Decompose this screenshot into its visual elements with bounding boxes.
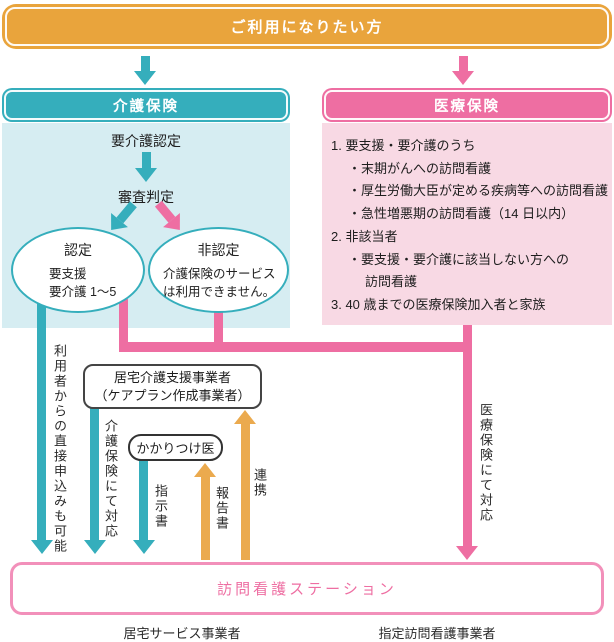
iryo-list-item: 3. 40 歳までの医療保険加入者と家族	[331, 296, 546, 312]
station-label: 訪問看護ステーション	[217, 581, 397, 598]
cooperation-line	[240, 423, 250, 560]
iryo-list-item: ・末期がんへの訪問看護	[348, 160, 492, 176]
iryo-list-item: 訪問看護	[365, 274, 418, 290]
down-arrow-icon	[30, 540, 53, 554]
down-arrow-icon	[141, 152, 151, 169]
down-arrow-icon	[134, 71, 156, 85]
iryo-support-label: 医療保険にて対応	[478, 403, 493, 523]
certified-title: 認定	[64, 242, 92, 258]
family-doctor-box: かかりつけ医	[128, 434, 223, 461]
report-line	[200, 476, 210, 560]
certified-line: 要介護 1～5	[49, 285, 117, 299]
down-arrow-icon	[140, 56, 150, 72]
iryo-list-item: ・厚生労働大臣が定める疾病等への訪問看護	[348, 183, 609, 199]
step-certification: 要介護認定	[111, 133, 181, 149]
certified-ellipse: 認定 要支援 要介護 1～5	[11, 227, 145, 313]
not-certified-line: 介護保険のサービス	[163, 267, 276, 281]
iryo-insurance-title: 医療保険	[434, 98, 500, 115]
iryo-list-item: 1. 要支援・要介護のうち	[331, 138, 476, 153]
down-arrow-icon	[452, 71, 474, 85]
cooperation-label: 連携	[252, 468, 267, 498]
iryo-list-item: ・要支援・要介護に該当しない方への	[348, 251, 570, 267]
noncertified-pink-line	[213, 300, 223, 352]
kaigo-insurance-title: 介護保険	[113, 98, 179, 115]
iryo-list-item: 2. 非該当者	[331, 228, 398, 244]
iryo-support-line	[462, 325, 472, 546]
kaigo-support-label: 介護保険にて対応	[103, 419, 118, 539]
report-label: 報告書	[214, 486, 229, 531]
direct-application-line	[37, 299, 46, 540]
down-arrow-icon	[456, 546, 478, 560]
up-arrow-icon	[234, 410, 256, 424]
station-box: 訪問看護ステーション	[10, 562, 604, 615]
down-arrow-icon	[458, 56, 468, 72]
home-service-provider-label: 居宅サービス事業者	[123, 626, 241, 641]
care-plan-provider-box: 居宅介護支援事業者 （ケアプラン作成事業者）	[83, 364, 262, 409]
care-plan-provider-line: 居宅介護支援事業者	[113, 369, 231, 385]
direct-application-label: 利用者からの直接申込みも可能	[52, 344, 67, 554]
pink-horizontal-connector	[118, 342, 472, 352]
banner-label: ご利用になりたい方	[230, 19, 384, 36]
certified-pink-line	[118, 299, 128, 352]
kaigo-support-line	[90, 407, 99, 540]
user-banner: ご利用になりたい方	[2, 4, 612, 49]
iryo-insurance-header: 医療保険	[322, 88, 612, 122]
designated-nursing-provider-label: 指定訪問看護事業者	[378, 626, 496, 641]
not-certified-ellipse: 非認定 介護保険のサービス は利用できません。	[148, 227, 289, 313]
step-judgement: 審査判定	[118, 189, 174, 205]
instruction-line	[139, 459, 148, 540]
care-plan-provider-line: （ケアプラン作成事業者）	[94, 387, 251, 403]
down-arrow-icon	[132, 540, 155, 554]
iryo-insurance-panel: 1. 要支援・要介護のうち ・末期がんへの訪問看護 ・厚生労働大臣が定める疾病等…	[322, 123, 612, 325]
down-arrow-icon	[135, 168, 157, 182]
up-arrow-icon	[194, 463, 216, 477]
family-doctor-label: かかりつけ医	[136, 441, 215, 456]
not-certified-title: 非認定	[197, 242, 240, 258]
iryo-list-item: ・急性増悪期の訪問看護（14 日以内）	[348, 206, 575, 222]
kaigo-insurance-header: 介護保険	[2, 88, 290, 122]
certified-line: 要支援	[49, 267, 87, 281]
instruction-label: 指示書	[153, 484, 168, 529]
not-certified-line: は利用できません。	[163, 285, 276, 299]
down-arrow-icon	[83, 540, 106, 554]
